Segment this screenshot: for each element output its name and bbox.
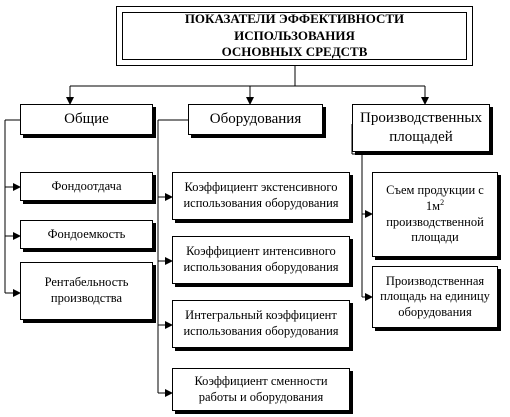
item-fondoemkost-label: Фондоемкость — [47, 226, 126, 241]
item-fondootdacha: Фондоотдача — [20, 172, 153, 201]
item-output-line-2: 1м2 — [386, 197, 484, 215]
diagram-title: ПОКАЗАТЕЛИ ЭФФЕКТИВНОСТИ ИСПОЛЬЗОВАНИЯ О… — [122, 10, 467, 60]
title-line-2: ОСНОВНЫХ СРЕДСТВ — [221, 44, 368, 60]
title-line-1: ПОКАЗАТЕЛИ ЭФФЕКТИВНОСТИ ИСПОЛЬЗОВАНИЯ — [184, 10, 405, 43]
item-extensive-coefficient: Коэффициент экстенсивного использования … — [172, 172, 350, 220]
item-output-per-m2: Съем продукции с 1м2 производственной пл… — [372, 172, 498, 257]
item-shift-coefficient: Коэффициент сменности работы и оборудова… — [172, 368, 350, 411]
item-rentabelnost: Рентабельность производства — [20, 262, 153, 320]
item-output-line-4: площади — [411, 230, 459, 245]
item-integral-line-2: использования оборудования — [183, 324, 339, 338]
item-shift-line-2: работы и оборудования — [198, 389, 324, 404]
category-areas-label-line-1: Производственных — [360, 110, 482, 127]
item-output-unit-superscript: 2 — [440, 197, 445, 207]
item-output-line-1: Съем продукции с — [386, 183, 484, 198]
category-equipment-label: Оборудования — [209, 111, 302, 128]
category-areas: Производственных площадей — [352, 104, 490, 152]
category-general-label: Общие — [64, 111, 109, 128]
item-area-per-equipment-line-1: Производственная — [385, 273, 485, 288]
item-rentabelnost-line-2: производства — [50, 291, 123, 305]
item-fondootdacha-label: Фондоотдача — [51, 178, 122, 193]
item-integral-coefficient: Интегральный коэффициент использования о… — [172, 300, 350, 348]
item-intensive-line-1: Коэффициент интенсивного — [186, 244, 336, 259]
item-extensive-line-1: Коэффициент экстенсивного — [184, 180, 338, 195]
item-intensive-coefficient: Коэффициент интенсивного использования о… — [172, 236, 350, 284]
category-general: Общие — [20, 104, 153, 135]
item-area-per-equipment-line-2: площадь на единицу — [380, 289, 490, 304]
category-areas-label-line-2: площадей — [389, 129, 453, 145]
item-extensive-line-2: использования оборудования — [183, 196, 339, 210]
item-output-line-3: производственной — [386, 214, 484, 229]
item-shift-line-1: Коэффициент сменности — [194, 373, 328, 388]
item-area-per-equipment: Производственная площадь на единицу обор… — [372, 266, 498, 328]
item-rentabelnost-line-1: Рентабельность — [44, 275, 129, 290]
category-equipment: Оборудования — [188, 104, 323, 135]
item-fondoemkost: Фондоемкость — [20, 220, 153, 249]
item-intensive-line-2: использования оборудования — [183, 260, 339, 274]
item-integral-line-1: Интегральный коэффициент — [185, 308, 337, 323]
item-output-unit: 1м — [425, 198, 441, 213]
item-area-per-equipment-line-3: оборудования — [398, 304, 472, 319]
